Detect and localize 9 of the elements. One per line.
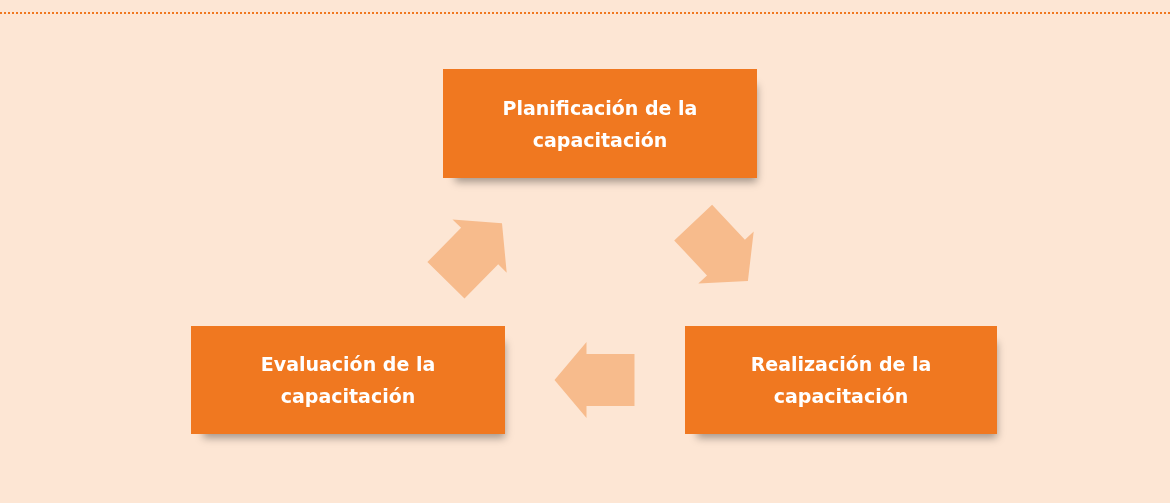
box-label: Evaluación de la capacitación [259,352,437,409]
block-arrow [427,219,507,299]
block-arrow [674,204,754,284]
process-box [685,326,997,434]
process-box [191,326,505,434]
box-label: Planificación de la capacitación [501,95,699,153]
block-arrow [554,342,635,418]
process-box [443,69,757,178]
box-label: Realización de la capacitación [749,352,933,409]
